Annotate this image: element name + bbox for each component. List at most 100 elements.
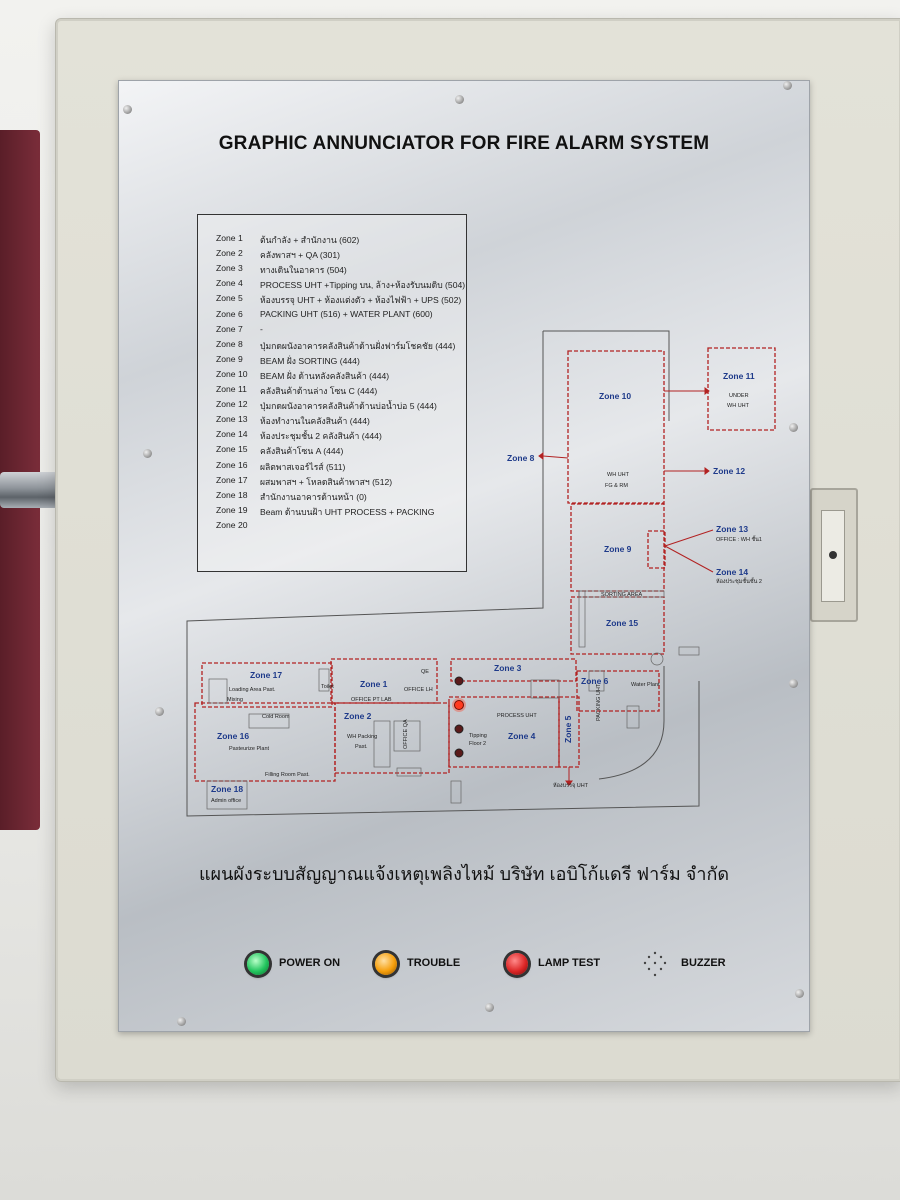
zone-6-area: [576, 670, 660, 712]
filling-uht-room-label: ห้องบรรจุ UHT: [553, 782, 589, 789]
graphic-plate: GRAPHIC ANNUNCIATOR FOR FIRE ALARM SYSTE…: [118, 80, 810, 1032]
lamp-test-label: LAMP TEST: [538, 957, 601, 969]
zone-11-sub-label: UNDER: [729, 393, 749, 399]
screw-icon: [177, 1017, 186, 1026]
buzzer-icon: [643, 951, 667, 977]
legend-zone-number: Zone 10: [216, 368, 248, 379]
legend-zone-description: ต้นกำลัง + สำนักงาน (602): [260, 235, 360, 245]
legend-row: Zone 4 PROCESS UHT +Tipping บน, ล้าง+ห้อง…: [198, 278, 466, 293]
zone-15-label: Zone 15: [606, 618, 638, 628]
lamp-test-button-icon[interactable]: [506, 953, 528, 975]
legend-zone-description: PACKING UHT (516) + WATER PLANT (600): [260, 308, 433, 319]
office-lh-label: OFFICE LH: [404, 687, 433, 693]
legend-zone-number: Zone 15: [216, 444, 248, 455]
legend-zone-description: ห้องทำงานในคลังสินค้า (444): [260, 416, 370, 427]
legend-zone-description: -: [260, 323, 263, 334]
legend-row: Zone 7-: [198, 324, 466, 339]
keyhole-icon[interactable]: [829, 551, 837, 559]
legend-row: Zone 14 ห้องประชุมชั้น 2 คลังสินค้า (444): [198, 429, 466, 444]
legend-zone-description: PROCESS UHT +Tipping บน, ล้าง+ห้องรับนมด…: [260, 280, 466, 291]
packing-uht-label: PACKING UHT: [596, 683, 602, 721]
screw-icon: [783, 81, 792, 90]
legend-zone-number: Zone 1: [216, 233, 243, 243]
screw-icon: [123, 105, 132, 114]
legend-row: Zone 20: [198, 520, 466, 535]
warehouse-outline: [543, 330, 670, 421]
legend-zone-description: ห้องประชุมชั้น 2 คลังสินค้า (444): [260, 431, 382, 442]
zone-17-area: [201, 662, 333, 708]
legend-zone-description: คลังสินค้าด้านล่าง โซน C (444): [260, 386, 378, 396]
zone-13-label: Zone 13: [716, 524, 748, 534]
process-uht-label: PROCESS UHT: [497, 713, 537, 719]
zone-6-label: Zone 6: [581, 676, 609, 686]
legend-row: Zone 11 คลังสินค้าด้านล่าง โซน C (444): [198, 384, 466, 399]
water-plant-label: Water Plant: [631, 682, 660, 688]
zone-led-icon: [454, 748, 464, 758]
legend-zone-description: BEAM ฝั่ง ด้านหลังคลังสินค้า (444): [260, 370, 390, 381]
legend-row: Zone 10 BEAM ฝั่ง ด้านหลังคลังสินค้า (444…: [198, 369, 466, 384]
buzzer-label: BUZZER: [681, 957, 726, 969]
zone-11-area: [707, 347, 776, 431]
past-label: Past.: [355, 744, 368, 750]
legend-zone-number: Zone 11: [216, 384, 247, 394]
legend-zone-number: Zone 9: [216, 353, 243, 364]
zone-13-sub-label: OFFICE : WH ชั้น1: [716, 535, 762, 543]
floor-2-label: Floor 2: [469, 741, 486, 747]
legend-zone-number: Zone 20: [216, 519, 248, 530]
legend-row: Zone 9 BEAM ฝั่ง SORTING (444): [198, 354, 466, 369]
zone-3-label: Zone 3: [494, 663, 522, 673]
legend-zone-number: Zone 6: [216, 308, 243, 319]
power-lamp-icon: [247, 953, 269, 975]
legend-zone-description: สำนักงานอาคารด้านหน้า (0): [260, 491, 367, 502]
qe-label: QE: [421, 669, 429, 675]
legend-zone-number: Zone 14: [216, 429, 248, 440]
screw-icon: [789, 679, 798, 688]
zone-10-area: [567, 350, 665, 504]
zone-led-icon: [454, 724, 464, 734]
legend-zone-number: Zone 16: [216, 459, 248, 470]
legend-zone-number: Zone 4: [216, 278, 243, 289]
zone-11-sub-label: WH UHT: [727, 403, 750, 409]
zone-1-area: [330, 658, 438, 704]
legend-zone-description: ปุ่มกดผนังอาคารคลังสินค้าด้านบ่อน้ำบ่อ 5…: [260, 401, 437, 412]
pasteurize-plant-label: Pasteurize Plant: [229, 746, 270, 752]
zone-8-label: Zone 8: [507, 453, 535, 463]
zone-5-label: Zone 5: [563, 715, 573, 743]
sorting-area-label: SORTING AREA: [601, 592, 642, 598]
power-on-label: POWER ON: [279, 957, 341, 969]
screw-icon: [485, 1003, 494, 1012]
legend-row: Zone 1 ต้นกำลัง + สำนักงาน (602): [198, 233, 466, 248]
trouble-lamp-icon: [375, 953, 397, 975]
legend-zone-number: Zone 3: [216, 263, 243, 274]
legend-zone-description: ปุ่มกดผนังอาคารคลังสินค้าด้านฝั่งฟาร์มโช…: [260, 340, 456, 351]
zone-13-area: [647, 530, 666, 569]
zone-led-active-icon: [454, 700, 464, 710]
trouble-label: TROUBLE: [407, 957, 461, 969]
legend-zone-description: Beam ด้านบนฝ้า UHT PROCESS + PACKING: [260, 506, 435, 517]
zone-12-label: Zone 12: [713, 466, 745, 476]
loading-area-label: Loading Area Past.: [229, 687, 276, 693]
wh-uht-label: WH UHT: [607, 472, 630, 478]
key-slot: [821, 510, 845, 602]
legend-row: Zone 6 PACKING UHT (516) + WATER PLANT (6…: [198, 309, 466, 324]
screw-icon: [789, 423, 798, 432]
office-qa-label: OFFICE QA: [403, 719, 409, 749]
legend-zone-number: Zone 18: [216, 489, 248, 500]
legend-zone-description: ทางเดินในอาคาร (504): [260, 265, 347, 276]
legend-zone-number: Zone 8: [216, 338, 243, 349]
zone-1-label: Zone 1: [360, 679, 388, 689]
legend-zone-description: ห้องบรรจุ UHT + ห้องแต่งตัว + ห้องไฟฟ้า …: [260, 295, 462, 306]
zone-11-label: Zone 11: [723, 371, 755, 381]
zone-9-label: Zone 9: [604, 544, 632, 554]
key-switch-box[interactable]: [810, 488, 858, 622]
legend-row: Zone 3 ทางเดินในอาคาร (504): [198, 263, 466, 278]
screw-icon: [143, 449, 152, 458]
zone-3-area: [450, 658, 577, 682]
legend-zone-description: BEAM ฝั่ง SORTING (444): [260, 355, 360, 366]
